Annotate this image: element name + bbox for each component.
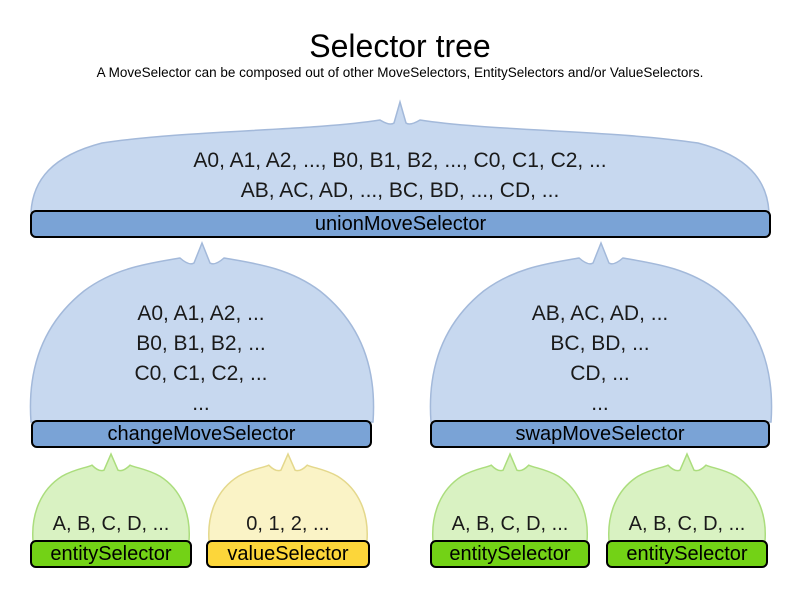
union-items-line: A0, A1, A2, ..., B0, B1, B2, ..., C0, C1… xyxy=(193,149,607,172)
entity-selector-2-text: A, B, C, D, ... xyxy=(430,512,590,536)
swap-move-selector-bar: swapMoveSelector xyxy=(430,420,770,448)
value-selector-label: valueSelector xyxy=(227,542,349,565)
page-subtitle: A MoveSelector can be composed out of ot… xyxy=(96,65,704,80)
entity-selector-3-text: A, B, C, D, ... xyxy=(606,512,768,536)
entity-selector-2-dome-arrow-shape xyxy=(432,452,588,542)
union-dome-arrow-shape xyxy=(30,99,770,213)
entity-selector-3-line: A, B, C, D, ... xyxy=(628,513,746,535)
change-items-line: ... xyxy=(192,392,210,415)
swap-dome-arrow-shape xyxy=(429,240,773,423)
change-items-text: A0, A1, A2, ... B0, B1, B2, ... C0, C1, … xyxy=(30,299,372,419)
union-items-text: A0, A1, A2, ..., B0, B1, B2, ..., C0, C1… xyxy=(30,146,770,206)
value-selector-dome-arrow-shape xyxy=(208,452,368,542)
change-items-line: C0, C1, C2, ... xyxy=(134,362,268,385)
value-selector-bar: valueSelector xyxy=(206,540,370,568)
entity-selector-2-line: A, B, C, D, ... xyxy=(451,513,569,535)
entity-selector-1-bar: entitySelector xyxy=(30,540,192,568)
union-move-selector-bar: unionMoveSelector xyxy=(30,210,771,238)
value-selector-line: 0, 1, 2, ... xyxy=(246,513,330,535)
change-items-line: A0, A1, A2, ... xyxy=(137,302,265,325)
swap-items-text: AB, AC, AD, ... BC, BD, ... CD, ... ... xyxy=(430,299,770,419)
change-move-selector-bar: changeMoveSelector xyxy=(31,420,372,448)
change-items-line: B0, B1, B2, ... xyxy=(136,332,266,355)
swap-items-line: ... xyxy=(591,392,609,415)
change-move-selector-label: changeMoveSelector xyxy=(107,422,296,445)
entity-selector-3-bar: entitySelector xyxy=(606,540,768,568)
swap-items-line: BC, BD, ... xyxy=(550,332,650,355)
entity-selector-1-text: A, B, C, D, ... xyxy=(30,512,192,536)
swap-items-line: CD, ... xyxy=(570,362,630,385)
entity-selector-2-bar: entitySelector xyxy=(430,540,590,568)
value-selector-text: 0, 1, 2, ... xyxy=(206,512,370,536)
entity-selector-1-line: A, B, C, D, ... xyxy=(52,513,170,535)
union-move-selector-label: unionMoveSelector xyxy=(314,212,487,235)
entity-selector-2-label: entitySelector xyxy=(449,542,571,565)
entity-selector-1-dome-arrow-shape xyxy=(32,452,190,542)
entity-selector-3-dome-arrow-shape xyxy=(608,452,766,542)
entity-selector-1-label: entitySelector xyxy=(50,542,172,565)
swap-items-line: AB, AC, AD, ... xyxy=(531,302,669,325)
entity-selector-3-label: entitySelector xyxy=(626,542,748,565)
change-dome-arrow-shape xyxy=(29,240,375,423)
union-items-line: AB, AC, AD, ..., BC, BD, ..., CD, ... xyxy=(240,179,560,202)
swap-move-selector-label: swapMoveSelector xyxy=(515,422,685,445)
page-title: Selector tree xyxy=(309,28,491,64)
